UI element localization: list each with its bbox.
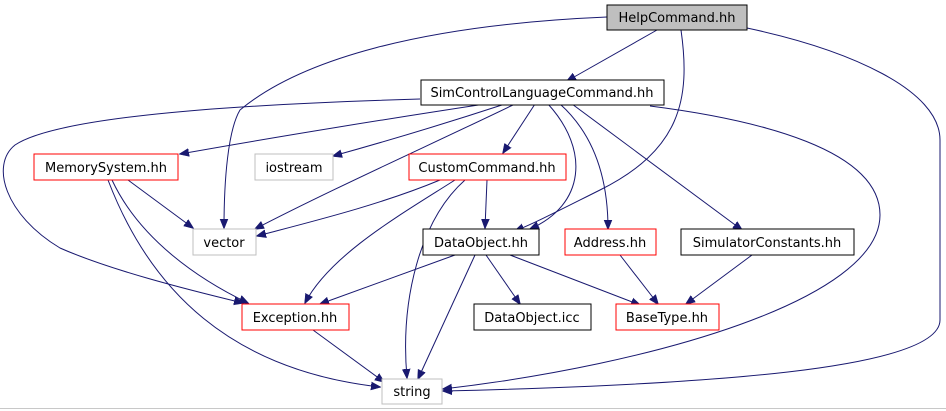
node-string[interactable]: string — [381, 378, 443, 405]
node-vector[interactable]: vector — [192, 228, 257, 256]
edge-exception-string — [312, 329, 384, 382]
nodes-layer: HelpCommand.hh SimControlLanguageCommand… — [33, 4, 855, 405]
edge-simcontrol-iostream — [333, 103, 506, 156]
node-label: HelpCommand.hh — [618, 11, 735, 26]
node-label: SimControlLanguageCommand.hh — [430, 86, 653, 101]
node-label: DataObject.icc — [484, 311, 579, 326]
node-simconstants[interactable]: SimulatorConstants.hh — [680, 228, 855, 256]
edge-memorysystem-vector — [127, 179, 193, 228]
edges-layer — [2, 16, 941, 391]
node-label: MemorySystem.hh — [45, 161, 167, 176]
edge-helpcommand-string — [443, 27, 941, 391]
edge-dataobject-dataobjecticc — [485, 254, 520, 304]
edge-dataobject-basetype — [509, 254, 640, 305]
edge-simcontrol-simconstants — [571, 103, 742, 230]
edge-simcontrol-address — [559, 103, 608, 229]
edge-simcontrol-memorysystem — [180, 103, 486, 154]
node-dataobjecticc[interactable]: DataObject.icc — [473, 303, 592, 331]
node-basetype[interactable]: BaseType.hh — [615, 303, 720, 331]
edge-address-basetype — [619, 254, 658, 304]
edge-simconstants-basetype — [686, 254, 753, 304]
node-label: vector — [203, 236, 245, 251]
node-label: iostream — [265, 161, 322, 176]
edge-helpcommand-simcontrol — [567, 29, 658, 81]
edge-simcontrol-dataobject — [530, 103, 577, 229]
bottom-divider — [0, 408, 946, 409]
edge-helpcommand-vector — [224, 16, 608, 228]
edge-simcontrol-vector — [255, 103, 516, 229]
edge-dataobject-exception — [320, 254, 456, 304]
node-label: DataObject.hh — [434, 236, 528, 251]
node-label: SimulatorConstants.hh — [693, 236, 842, 251]
node-simcontrol[interactable]: SimControlLanguageCommand.hh — [420, 79, 665, 106]
node-exception[interactable]: Exception.hh — [241, 303, 350, 331]
edge-memorysystem-string — [107, 179, 380, 387]
node-helpcommand[interactable]: HelpCommand.hh — [606, 4, 748, 31]
edge-customcommand-vector — [257, 179, 441, 236]
node-label: BaseType.hh — [626, 311, 708, 326]
node-memorysystem[interactable]: MemorySystem.hh — [33, 153, 179, 181]
edge-helpcommand-dataobject — [515, 29, 685, 231]
edge-simcontrol-customcommand — [503, 103, 536, 153]
edge-simcontrol-exception — [2, 98, 421, 303]
node-address[interactable]: Address.hh — [564, 228, 657, 256]
edge-memorysystem-exception — [111, 179, 248, 303]
node-label: Exception.hh — [253, 311, 338, 326]
edge-simcontrol-string — [443, 105, 881, 389]
edge-customcommand-dataobject — [485, 179, 487, 228]
node-label: CustomCommand.hh — [418, 161, 555, 176]
edge-customcommand-exception — [305, 179, 456, 303]
node-label: Address.hh — [574, 236, 646, 251]
node-iostream[interactable]: iostream — [254, 153, 334, 181]
node-label: string — [393, 385, 430, 400]
edge-dataobject-string — [418, 254, 476, 379]
edge-customcommand-string — [406, 179, 466, 378]
node-customcommand[interactable]: CustomCommand.hh — [408, 153, 567, 181]
node-dataobject[interactable]: DataObject.hh — [422, 228, 540, 256]
